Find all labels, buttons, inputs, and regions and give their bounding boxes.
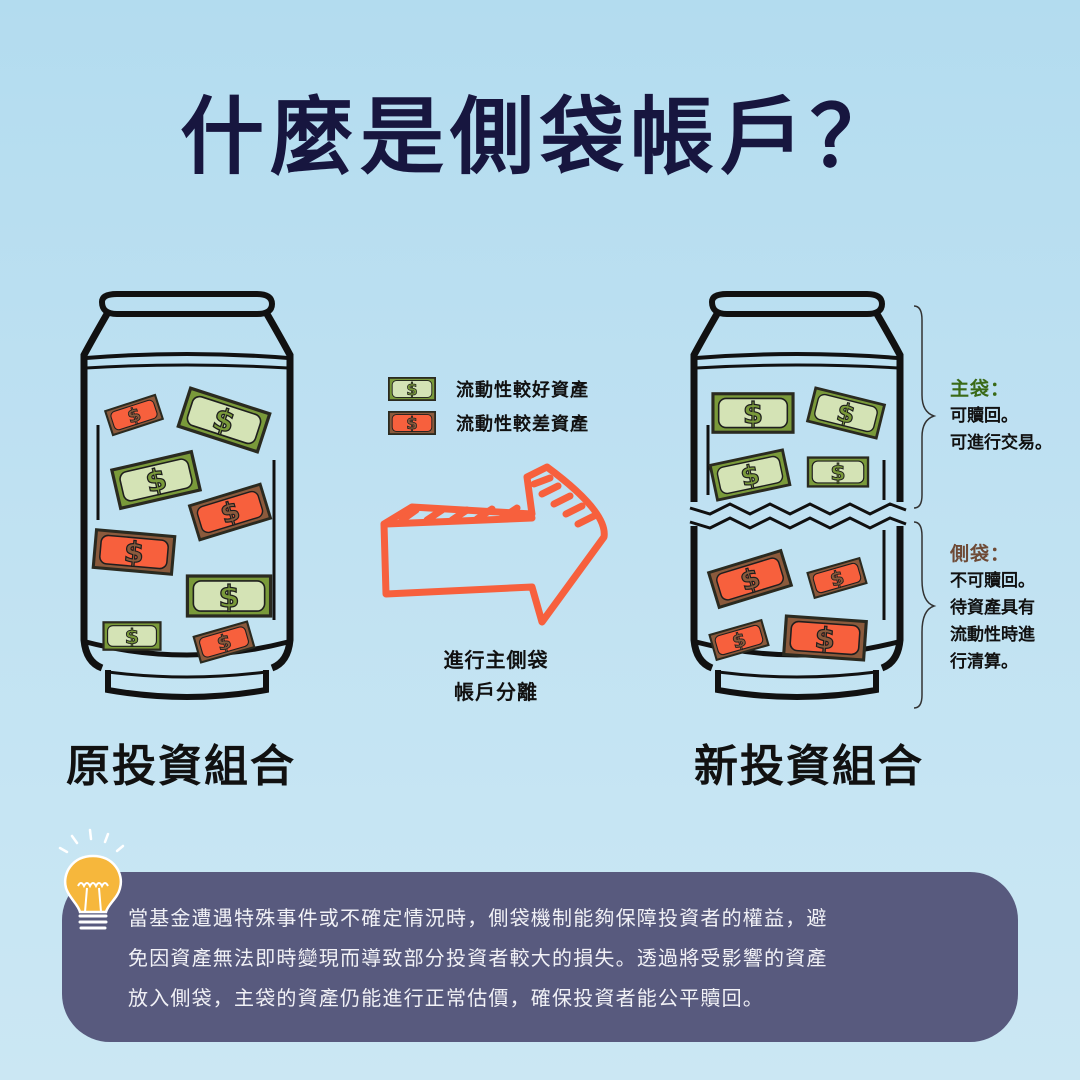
main-bag-title: 主袋： [950, 378, 1011, 400]
original-portfolio-label: 原投資組合 [66, 741, 296, 792]
caption-line-1: 進行主側袋 [443, 648, 549, 672]
side-bag-line: 不可贖回。 [950, 571, 1035, 591]
explanation-line: 免因資產無法即時變現而導致部分投資者較大的損失。透過將受影響的資產 [128, 946, 828, 970]
side-bag-line: 行清算。 [950, 652, 1018, 672]
side-bag-line: 待資產具有 [950, 598, 1035, 618]
side-bag-line: 流動性時進 [950, 625, 1035, 645]
original-portfolio-can: $ $ [72, 290, 302, 710]
arrow-right-icon [380, 463, 608, 626]
legend-item-poor-liquidity: $ 流動性較差資產 [388, 406, 589, 440]
legend-label: 流動性較差資產 [456, 414, 589, 435]
svg-text:$: $ [406, 379, 418, 399]
explanation-line: 放入側袋，主袋的資產仍能進行正常估價，確保投資者能公平贖回。 [128, 986, 764, 1010]
page-title: 什麼是側袋帳戶？ [179, 88, 900, 186]
curly-bracket-icon [913, 305, 937, 709]
svg-text:$: $ [406, 413, 418, 433]
new-portfolio-can: $ $ [680, 290, 940, 720]
lightbulb-icon [58, 828, 125, 930]
explanation-line: 當基金遭遇特殊事件或不確定情況時，側袋機制能夠保障投資者的權益，避 [128, 906, 828, 930]
legend: $ 流動性較好資產 $ 流動性較差資產 [388, 372, 589, 440]
legend-label: 流動性較好資產 [456, 380, 589, 401]
side-bag-description: 側袋： 不可贖回。 待資產具有 流動性時進 行清算。 [950, 541, 1035, 676]
legend-item-good-liquidity: $ 流動性較好資產 [388, 372, 589, 406]
caption-line-2: 帳戶分離 [454, 680, 538, 704]
main-bag-line: 可贖回。 [950, 406, 1018, 426]
separation-caption: 進行主側袋 帳戶分離 [408, 644, 584, 708]
can-illustration-icon: $ $ [80, 291, 294, 700]
explanation-text: 當基金遭遇特殊事件或不確定情況時，側袋機制能夠保障投資者的權益，避 免因資產無法… [128, 898, 968, 1018]
new-portfolio-label: 新投資組合 [694, 741, 924, 792]
split-can-illustration-icon: $ $ [689, 291, 907, 700]
red-bill-icon: $ [388, 411, 436, 435]
explanation-box [62, 872, 1018, 1042]
main-bag-line: 可進行交易。 [950, 433, 1052, 453]
green-bill-icon: $ [388, 377, 436, 401]
main-bag-description: 主袋： 可贖回。 可進行交易。 [950, 376, 1052, 457]
side-bag-title: 側袋： [950, 543, 1011, 565]
